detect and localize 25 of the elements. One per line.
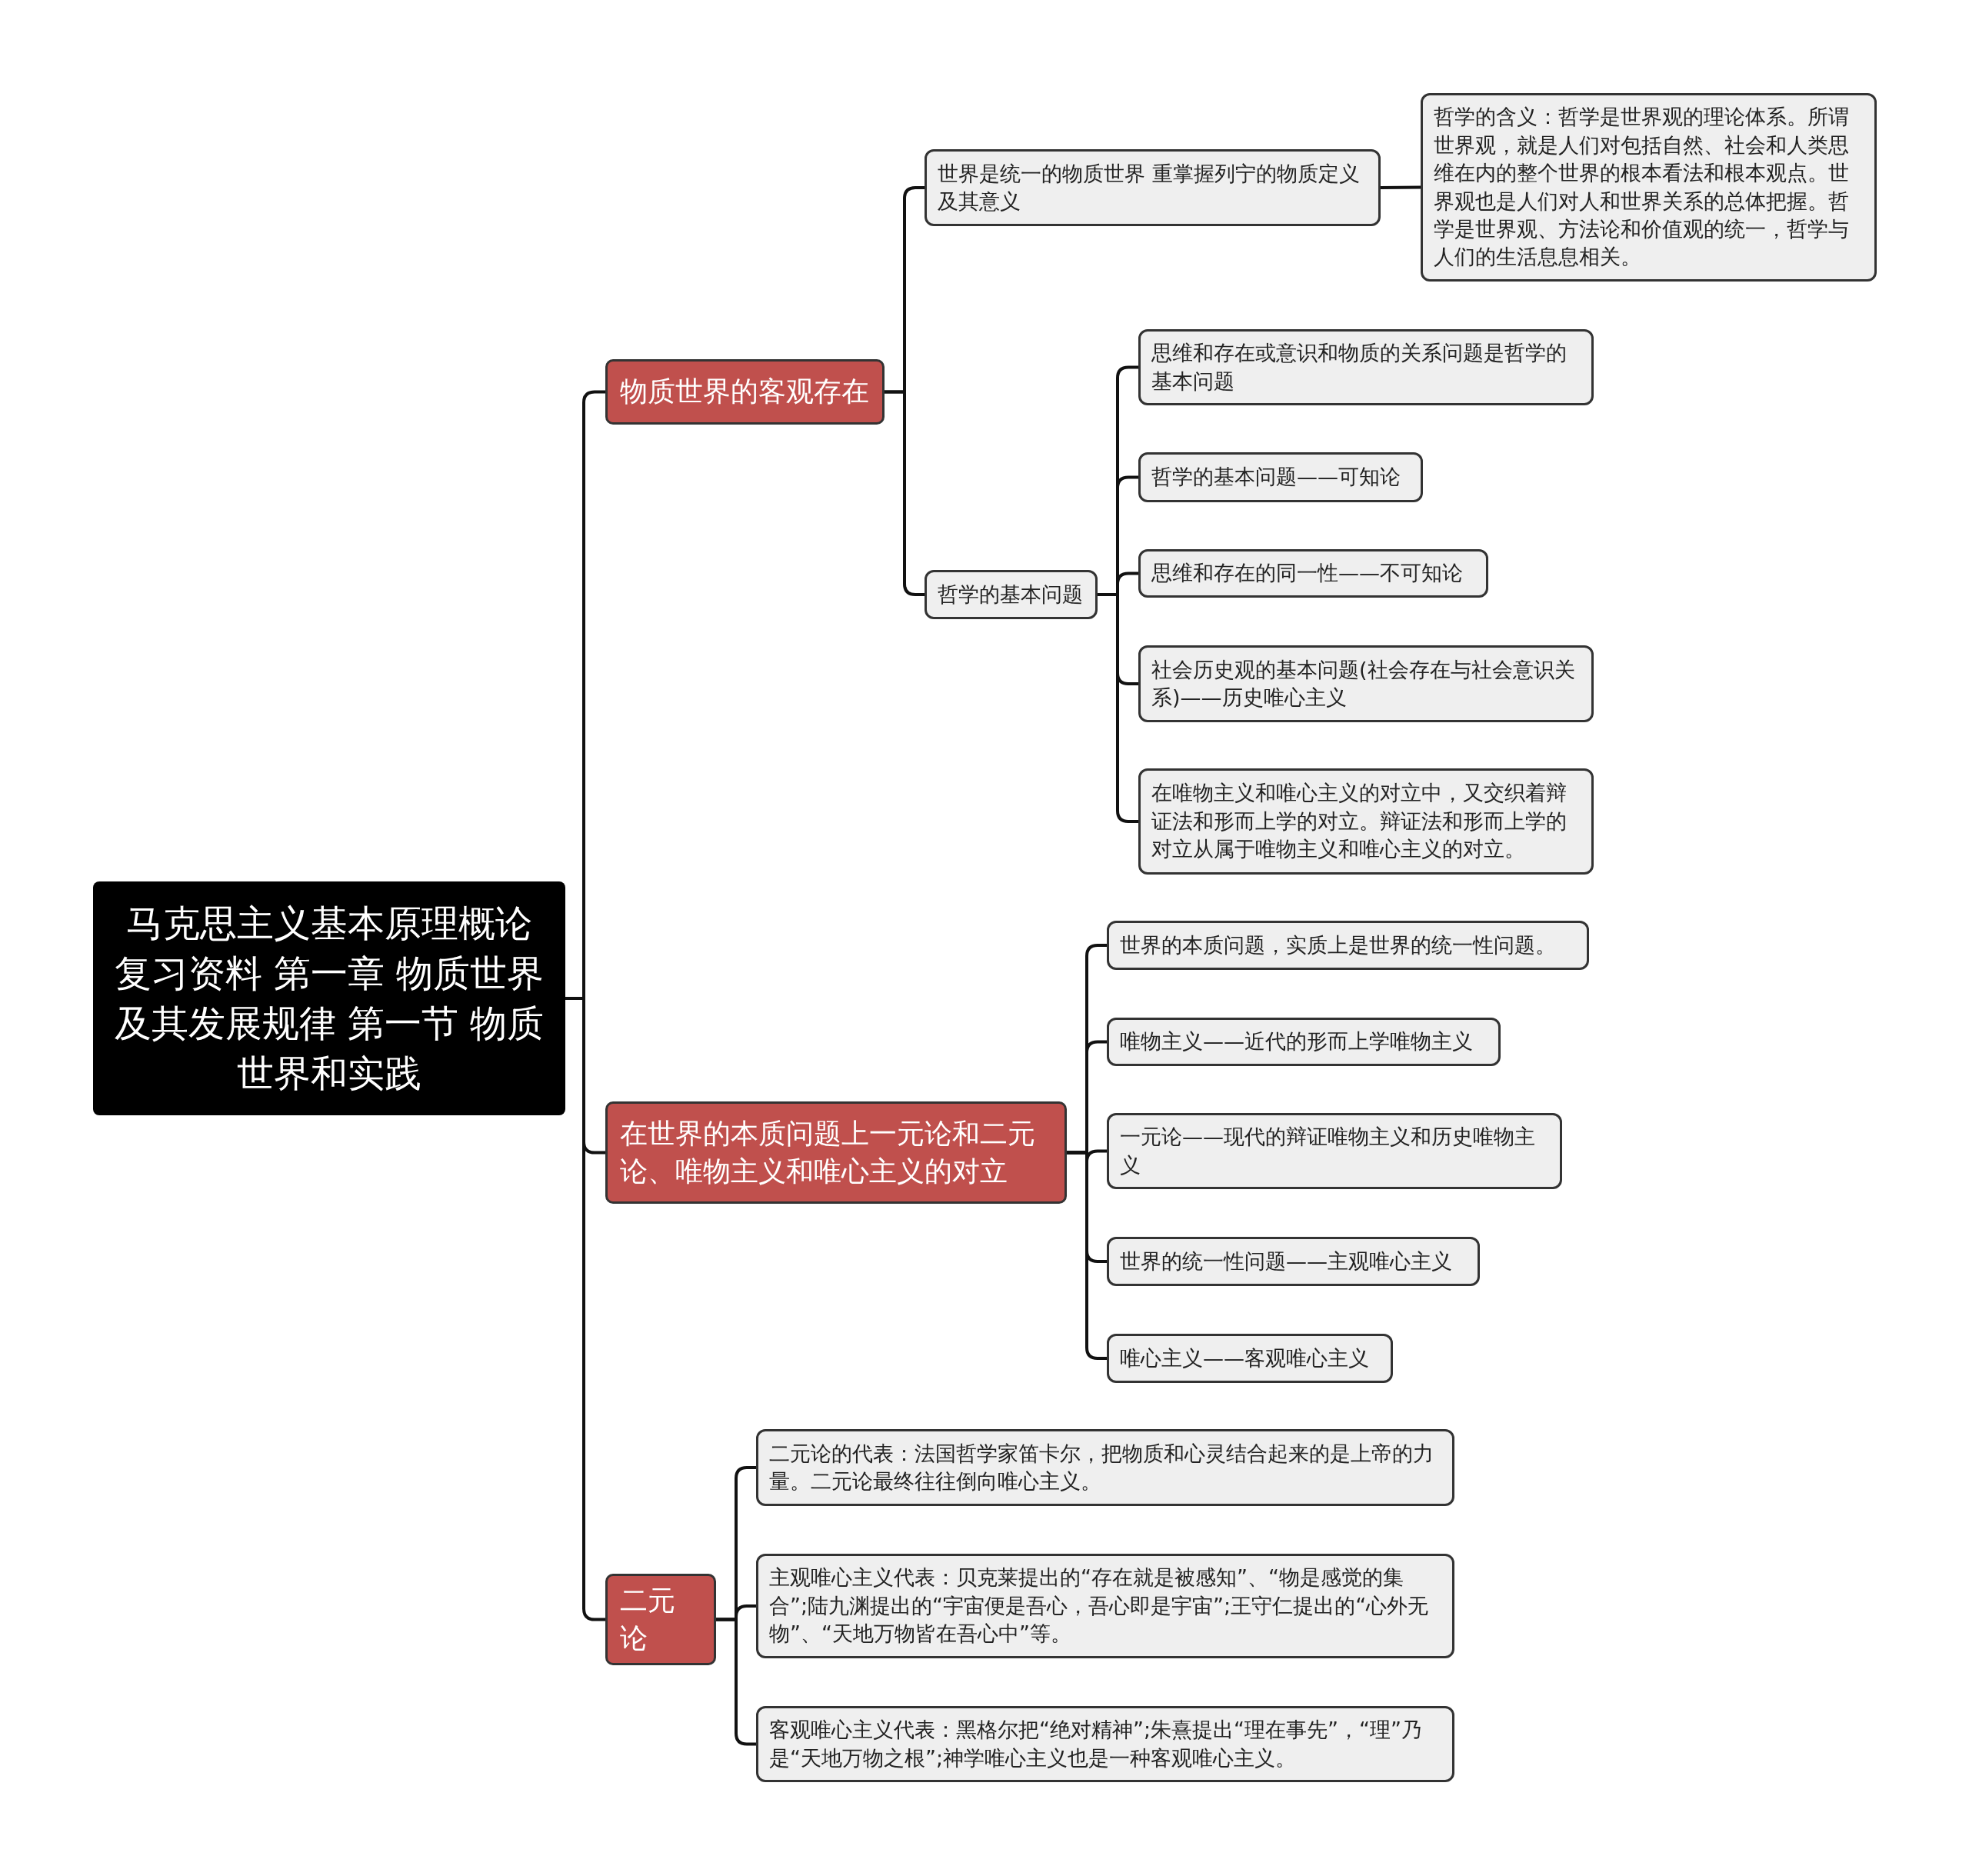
subtopic-box: 二元论的代表：法国哲学家笛卡尔，把物质和心灵结合起来的是上帝的力量。二元论最终往往倒向唯心主义。: [756, 1429, 1454, 1506]
subtopic-box: 思维和存在的同一性——不可知论: [1138, 549, 1488, 598]
subtopic-box: 哲学的基本问题: [925, 570, 1098, 619]
subtopic-box: 唯心主义——客观唯心主义: [1107, 1334, 1393, 1383]
root-topic-box: 马克思主义基本原理概论复习资料 第一章 物质世界及其发展规律 第一节 物质世界和实践: [93, 881, 565, 1115]
subtopic-box: 哲学的基本问题——可知论: [1138, 452, 1423, 502]
subtopic-box: 一元论——现代的辩证唯物主义和历史唯物主义: [1107, 1113, 1562, 1189]
connector-line: [1067, 1151, 1107, 1360]
subtopic-box: 世界的统一性问题——主观唯心主义: [1107, 1237, 1480, 1286]
connector-line: [1380, 185, 1421, 189]
subtopic-box: 在唯物主义和唯心主义的对立中，又交织着辩证法和形而上学的对立。辩证法和形而上学的对立从属于唯物主义和唯心主义的对立。: [1138, 768, 1594, 875]
subtopic-box: 客观唯心主义代表：黑格尔把“绝对精神”;朱熹提出“理在事先”，“理”乃是“天地万物之根”;神学唯心主义也是一种客观唯心主义。: [756, 1706, 1454, 1782]
main-topic-box: 物质世界的客观存在: [605, 359, 885, 425]
main-topic-box: 二元论: [605, 1574, 716, 1666]
subtopic-box: 哲学的含义：哲学是世界观的理论体系。所谓世界观，就是人们对包括自然、社会和人类思维在内的整个世界的根本看法和根本观点。世界观也是人们对人和世界关系的总体把握。哲学是世界观、方法论和价值观的统一，哲学与人们的生活息息相关。: [1421, 93, 1877, 282]
main-topic-box: 在世界的本质问题上一元论和二元论、唯物主义和唯心主义的对立: [605, 1101, 1067, 1204]
subtopic-box: 世界是统一的物质世界 重掌握列宁的物质定义及其意义: [925, 149, 1381, 226]
connector-line: [885, 390, 925, 596]
subtopic-box: 主观唯心主义代表：贝克莱提出的“存在就是被感知”、“物是感觉的集合”;陆九渊提出的“宇宙便是吾心，吾心即是宇宙”;王守仁提出的“心外无物”、“天地万物皆在吾心中”等。: [756, 1554, 1454, 1658]
subtopic-box: 思维和存在或意识和物质的关系问题是哲学的基本问题: [1138, 329, 1594, 405]
subtopic-box: 唯物主义——近代的形而上学唯物主义: [1107, 1018, 1501, 1066]
connector-line: [1098, 593, 1138, 823]
subtopic-box: 社会历史观的基本问题(社会存在与社会意识关系)——历史唯心主义: [1138, 645, 1594, 722]
subtopic-box: 世界的本质问题，实质上是世界的统一性问题。: [1107, 921, 1589, 970]
connector-line: [716, 1618, 756, 1746]
